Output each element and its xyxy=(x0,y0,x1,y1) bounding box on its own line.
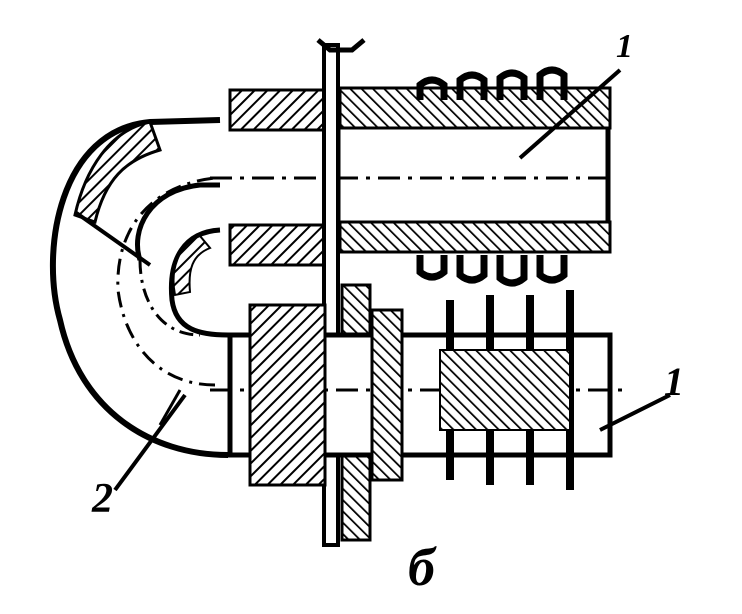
leader-line-part-2 xyxy=(113,393,187,492)
part-label-1-upper: 1 xyxy=(616,28,633,65)
lower-finned-tube xyxy=(210,290,671,490)
u-bend-elbow xyxy=(49,117,229,458)
part-label-2: 2 xyxy=(92,476,113,522)
upper-finned-tube xyxy=(210,66,622,287)
part-label-1-lower: 1 xyxy=(664,359,684,404)
subfigure-label: б xyxy=(408,537,435,597)
